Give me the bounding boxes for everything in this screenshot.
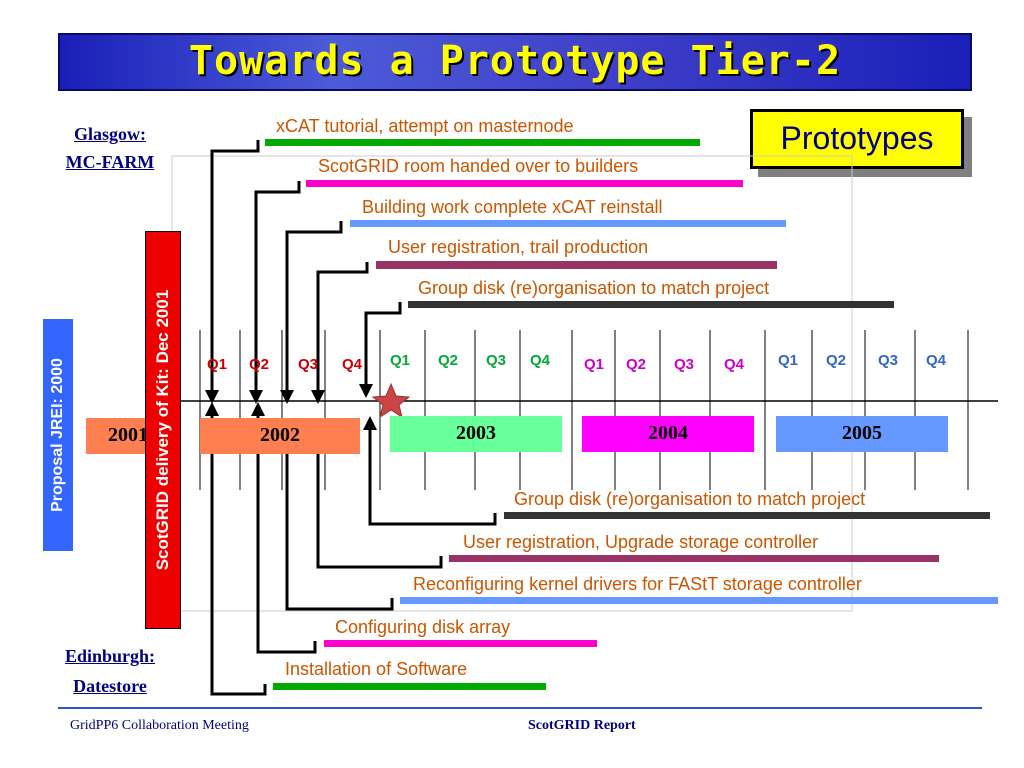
- edinburgh-label: Edinburgh:: [64, 646, 156, 666]
- quarter-label: Q4: [530, 352, 551, 369]
- quarter-label: Q4: [342, 356, 363, 373]
- edinburgh-task-label: User registration, Upgrade storage contr…: [463, 532, 819, 552]
- glasgow-task-label: xCAT tutorial, attempt on masternode: [276, 116, 574, 136]
- year-2005-box: 2005: [776, 416, 948, 452]
- glasgow-task-bar-4: [376, 261, 777, 269]
- edinburgh-task-bar-5: [273, 683, 546, 690]
- delivery-box: ScotGRID delivery of Kit: Dec 2001: [145, 231, 181, 629]
- proposal-box: Proposal JREI: 2000: [42, 318, 74, 552]
- edinburgh-connectors: [210, 414, 497, 696]
- quarter-label: Q1: [390, 352, 411, 369]
- quarter-label: Q3: [298, 356, 319, 373]
- edinburgh-task-bar-1: [504, 512, 990, 519]
- quarter-label: Q1: [207, 356, 228, 373]
- quarter-label: Q1: [584, 356, 605, 373]
- title-banner: [58, 33, 972, 91]
- glasgow-sublabel: MC-FARM: [65, 152, 155, 172]
- star-icon: [371, 382, 411, 419]
- edinburgh-task-label: Group disk (re)organisation to match pro…: [514, 489, 866, 509]
- edinburgh-task-bar-4: [324, 640, 597, 647]
- quarter-label: Q3: [878, 352, 899, 369]
- quarter-label: Q2: [438, 352, 459, 369]
- edinburgh-task-label: Reconfiguring kernel drivers for FAStT s…: [413, 574, 862, 594]
- slide-title: Towards a Prototype Tier-2: [188, 38, 842, 84]
- glasgow-task-bar-2: [306, 180, 743, 187]
- year-2003-box: 2003: [390, 416, 562, 452]
- quarter-label: Q2: [826, 352, 847, 369]
- glasgow-task-bar-1: [265, 139, 700, 146]
- footer-report: ScotGRID Report: [528, 718, 636, 733]
- year-2002-box: 2002: [200, 418, 360, 454]
- quarter-label: Q3: [674, 356, 695, 373]
- glasgow-label: Glasgow:: [74, 124, 146, 144]
- quarter-label: Q4: [926, 352, 947, 369]
- edinburgh-task-label: Installation of Software: [285, 659, 468, 679]
- quarter-label: Q4: [724, 356, 745, 373]
- footer-meeting: GridPP6 Collaboration Meeting: [70, 718, 249, 733]
- glasgow-task-label: ScotGRID room handed over to builders: [318, 156, 639, 176]
- quarter-label: Q3: [486, 352, 507, 369]
- year-2004-box: 2004: [582, 416, 754, 452]
- quarter-label: Q2: [249, 356, 270, 373]
- edinburgh-task-bar-2: [449, 555, 939, 562]
- proposal-label: Proposal JREI: 2000: [49, 358, 66, 512]
- glasgow-task-label: Group disk (re)organisation to match pro…: [418, 278, 770, 298]
- glasgow-task-bar-3: [350, 220, 786, 227]
- edinburgh-task-label: Configuring disk array: [335, 617, 511, 637]
- glasgow-task-label: User registration, trail production: [388, 237, 649, 257]
- prototypes-badge: Prototypes: [750, 109, 964, 169]
- quarter-label: Q2: [626, 356, 647, 373]
- quarter-label: Q1: [778, 352, 799, 369]
- edinburgh-task-bar-3: [400, 597, 998, 604]
- quarter-ticks: [199, 330, 969, 490]
- delivery-label: ScotGRID delivery of Kit: Dec 2001: [153, 289, 172, 571]
- glasgow-connectors: [210, 140, 402, 392]
- glasgow-task-label: Building work complete xCAT reinstall: [362, 197, 663, 217]
- edinburgh-sublabel: Datestore: [73, 676, 147, 696]
- glasgow-task-bar-5: [408, 301, 894, 308]
